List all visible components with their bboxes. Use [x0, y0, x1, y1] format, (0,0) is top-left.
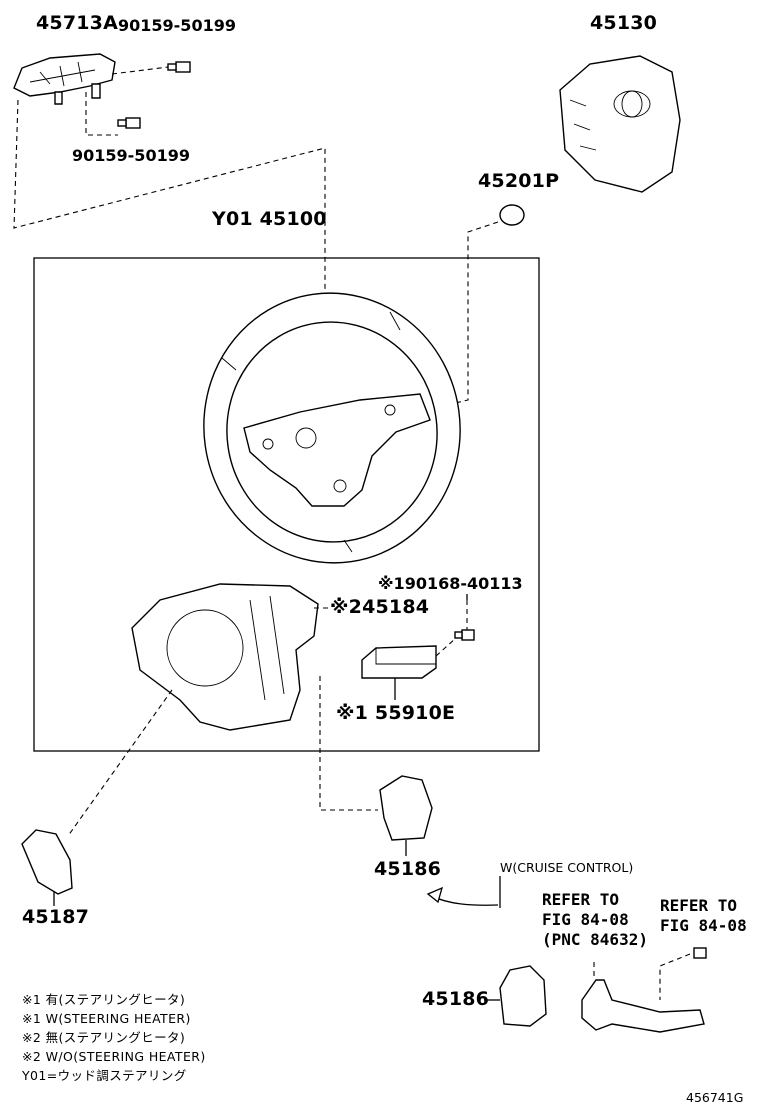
- label-90168: ※190168-40113: [378, 574, 523, 593]
- refer1-line2: FIG 84-08: [542, 910, 629, 929]
- refer1-line1: REFER TO: [542, 890, 620, 909]
- part-55910E-module: [361, 645, 437, 679]
- figure-id: 456741G: [686, 1090, 744, 1105]
- part-45184-cover: [131, 583, 319, 731]
- label-45100: Y01 45100: [212, 208, 327, 230]
- part-45201P: [499, 204, 525, 226]
- part-45186-lower: [499, 965, 547, 1027]
- label-45130: 45130: [590, 12, 658, 34]
- label-45713A: 45713A: [36, 12, 119, 34]
- label-45186-lower: 45186: [422, 988, 490, 1010]
- label-cruise-control: W(CRUISE CONTROL): [500, 860, 634, 875]
- refer1-line3: (PNC 84632): [542, 930, 648, 949]
- note-1: ※1 有(ステアリングヒータ): [22, 992, 186, 1007]
- label-45201P: 45201P: [478, 170, 560, 192]
- note-5: Y01=ウッド調ステアリング: [22, 1068, 187, 1083]
- note-2: ※1 W(STEERING HEATER): [22, 1011, 191, 1026]
- part-45187: [21, 829, 73, 895]
- label-45187: 45187: [22, 906, 90, 928]
- part-cruise-switch: [581, 979, 705, 1033]
- refer2-line2: FIG 84-08: [660, 916, 747, 935]
- note-3: ※2 無(ステアリングヒータ): [22, 1030, 186, 1045]
- label-45184: ※245184: [330, 596, 430, 618]
- note-4: ※2 W/O(STEERING HEATER): [22, 1049, 206, 1064]
- bolt-90168: [454, 629, 475, 641]
- part-45186-upper: [379, 775, 433, 841]
- label-55910E: ※1 55910E: [336, 702, 456, 724]
- bolt-90159-upper: [167, 61, 191, 73]
- part-45100-steering-wheel: [203, 292, 461, 564]
- label-90159-upper: 90159-50199: [118, 16, 236, 35]
- refer2-line1: REFER TO: [660, 896, 738, 915]
- part-45130-airbag: [559, 55, 681, 193]
- label-90159-lower: 90159-50199: [72, 146, 190, 165]
- label-45186-upper: 45186: [374, 858, 442, 880]
- part-45713A-bracket: [13, 53, 116, 105]
- bolt-cruise: [693, 947, 707, 959]
- bolt-90159-lower: [117, 117, 141, 129]
- assembly-box: [33, 257, 540, 752]
